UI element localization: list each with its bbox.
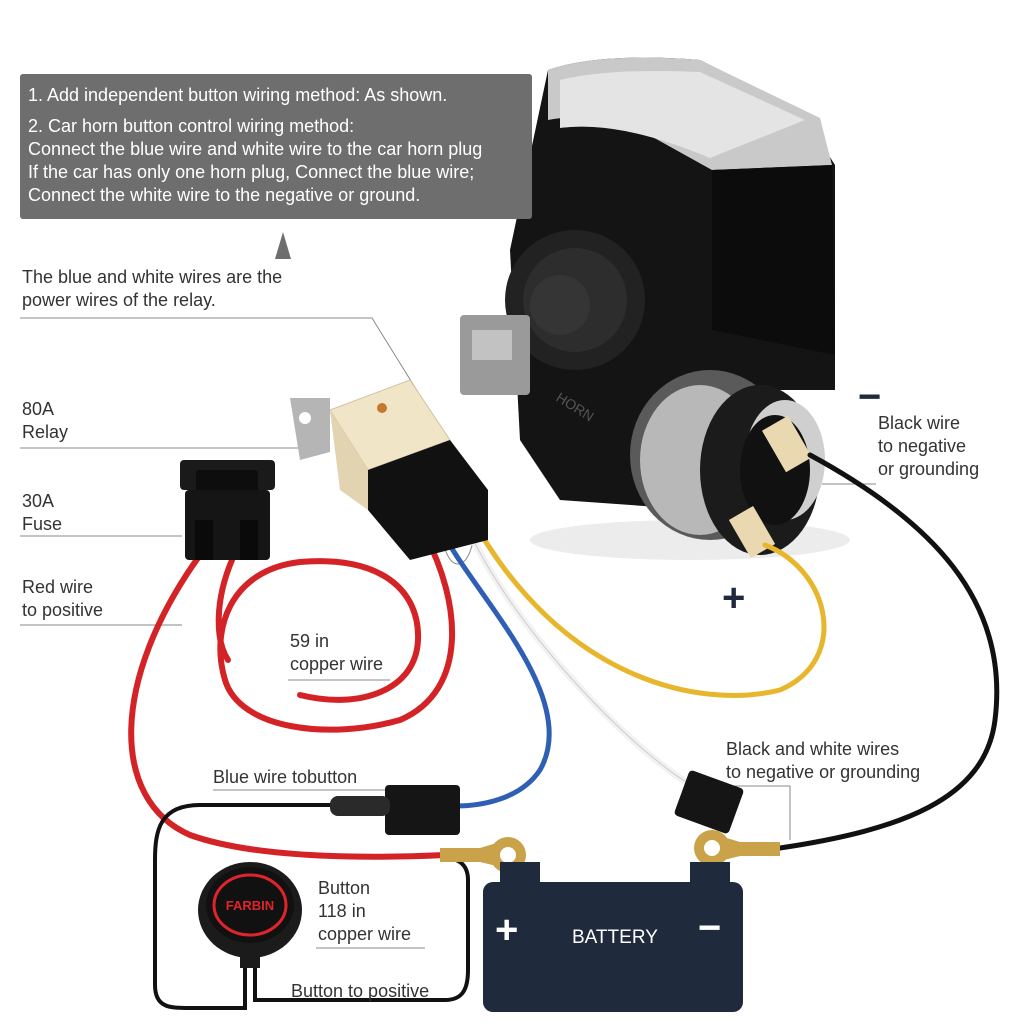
button-brand: FARBIN xyxy=(226,898,274,913)
black-wire-label-line-3: or grounding xyxy=(878,459,980,479)
button-label: Button 118 in copper wire xyxy=(318,877,411,946)
copper-wire-label-length: 59 in xyxy=(290,631,330,651)
relay-power-label: The blue and white wires are the power w… xyxy=(22,266,282,312)
red-wire-label-line-2: to positive xyxy=(22,600,104,620)
copper-wire-label-type: copper wire xyxy=(290,654,384,674)
fuse-label: 30A Fuse xyxy=(22,490,62,536)
relay-label: 80A Relay xyxy=(22,398,68,444)
battery xyxy=(483,862,743,1012)
instruction-step-1: 1. Add independent button wiring method:… xyxy=(28,85,448,105)
instruction-note: 1. Add independent button wiring method:… xyxy=(20,74,532,219)
horn-button: FARBIN xyxy=(198,862,302,968)
black-wire-label: Black wire to negative or grounding xyxy=(878,412,979,481)
negative-terminal xyxy=(716,836,780,862)
horn-negative-sign: − xyxy=(858,375,882,419)
blue-wire-label: Blue wire tobutton xyxy=(213,767,358,787)
relay-label-rating: 80A xyxy=(22,399,55,419)
air-horn: HORN xyxy=(460,57,835,559)
black-connector xyxy=(674,770,744,834)
white-wire-edge xyxy=(457,504,701,791)
yellow-wire xyxy=(467,512,827,698)
blue-connector xyxy=(385,785,460,835)
black-wire-label-line-2: to negative xyxy=(878,436,967,456)
instruction-step-2: 2. Car horn button control wiring method… xyxy=(28,116,355,136)
leader-black-white xyxy=(726,785,791,840)
horn-positive-sign: + xyxy=(722,576,746,620)
button-positive-label: Button to positive xyxy=(291,981,430,1001)
positive-terminal xyxy=(440,842,505,868)
black-white-label-line-2: to negative or grounding xyxy=(726,762,921,782)
red-wire-label: Red wire to positive xyxy=(22,576,103,622)
fuse-holder xyxy=(180,460,275,560)
blue-wire xyxy=(444,537,552,809)
inline-connector xyxy=(330,796,390,816)
button-label-length: 118 in xyxy=(318,901,366,921)
fuse-label-name: Fuse xyxy=(22,514,63,534)
red-wire xyxy=(128,552,448,860)
relay-label-name: Relay xyxy=(22,422,69,442)
black-white-label-line-1: Black and white wires xyxy=(726,739,900,759)
red-coil-wire xyxy=(217,532,455,733)
relay xyxy=(290,379,488,560)
instruction-line-3: Connect the white wire to the negative o… xyxy=(28,185,421,205)
red-wire-fuse xyxy=(215,557,235,663)
button-label-name: Button xyxy=(318,878,371,898)
note-pointer-icon xyxy=(275,232,291,259)
fuse-label-rating: 30A xyxy=(22,491,55,511)
black-wire-label-line-1: Black wire xyxy=(878,413,961,433)
black-wire xyxy=(777,452,1000,851)
black-white-label: Black and white wires to negative or gro… xyxy=(726,738,920,784)
relay-power-label-line-1: The blue and white wires are the xyxy=(22,267,283,287)
battery-label: BATTERY xyxy=(572,927,658,948)
button-wire-a xyxy=(153,803,387,1010)
instruction-line-2: If the car has only one horn plug, Conne… xyxy=(28,162,475,182)
button-label-type: copper wire xyxy=(318,924,412,944)
battery-positive-sign: + xyxy=(495,908,519,952)
copper-wire-label: 59 in copper wire xyxy=(290,630,383,676)
battery-negative-sign: − xyxy=(698,906,722,950)
terminals xyxy=(330,770,780,873)
red-wire-label-line-1: Red wire xyxy=(22,577,94,597)
relay-power-label-line-2: power wires of the relay. xyxy=(22,290,216,310)
instruction-line-1: Connect the blue wire and white wire to … xyxy=(28,139,483,159)
